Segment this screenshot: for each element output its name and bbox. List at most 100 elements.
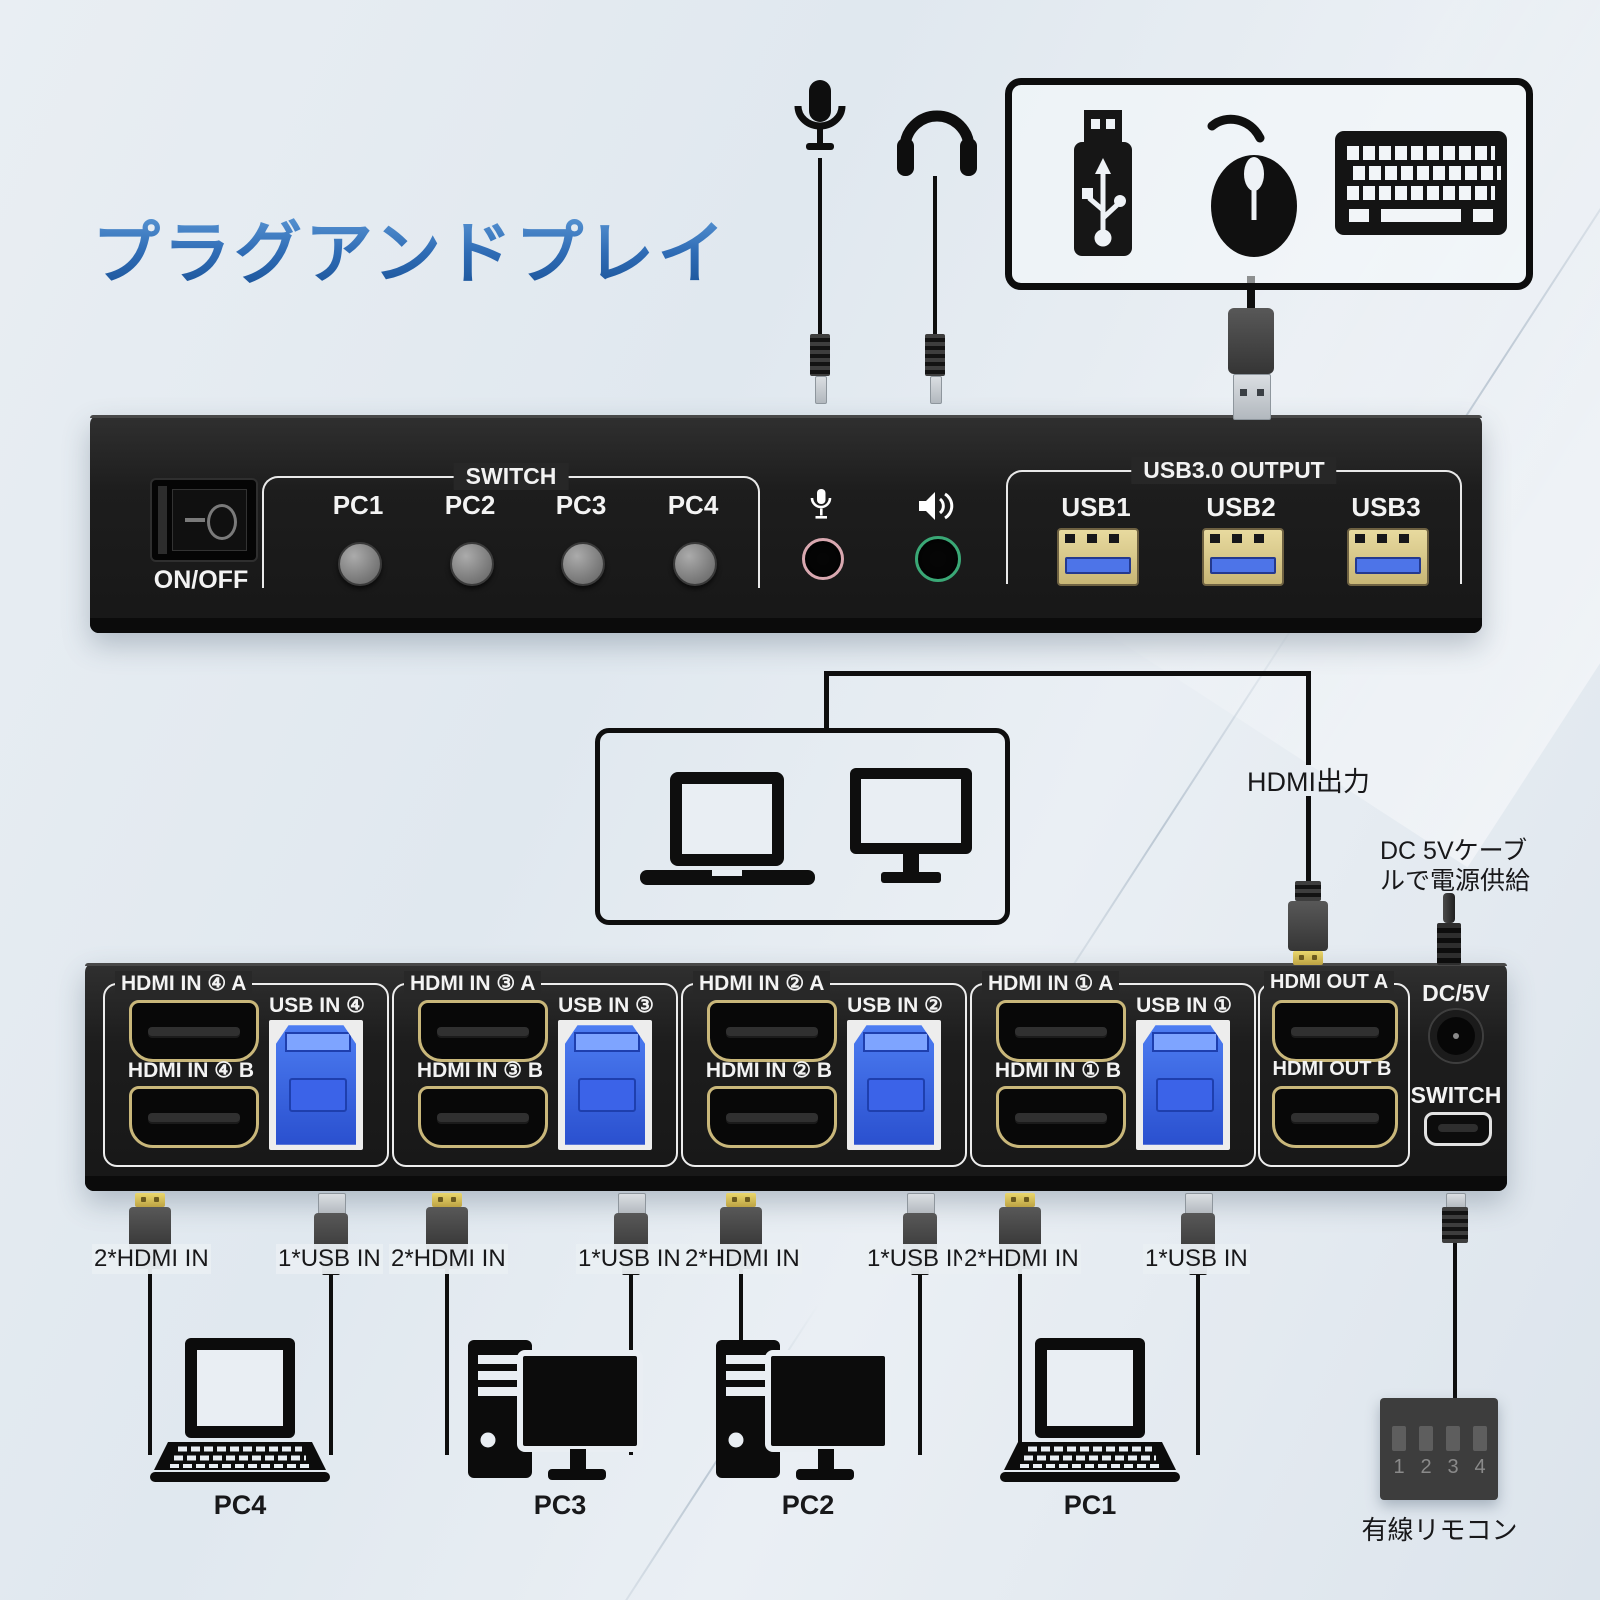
hdmi-up-plug-tip [135, 1193, 165, 1207]
pc-label: PC2 [781, 1490, 835, 1520]
switch-port-label: SWITCH [1410, 1082, 1502, 1108]
usb-cable [918, 1275, 922, 1455]
pc-button-label: PC3 [555, 490, 607, 520]
hdmi-port [1272, 1000, 1398, 1062]
usb-up-plug-tip [318, 1193, 346, 1215]
usb-b-port [558, 1020, 652, 1150]
usb-a-cable [1247, 276, 1255, 308]
remote-button-digit: 1 [1393, 1456, 1405, 1478]
remote-label: 有線リモコン [1361, 1515, 1518, 1545]
usb-b-port [269, 1020, 363, 1150]
usb-in-cable-label: 1*USB IN [865, 1244, 972, 1274]
dc-power-label: DC 5Vケーブ [1380, 837, 1528, 865]
usb-output-group-label: USB3.0 OUTPUT [1131, 457, 1337, 484]
remote-cable [1453, 1243, 1457, 1398]
usb-output-group: USB3.0 OUTPUT [1006, 457, 1462, 584]
usb-port-label: USB3 [1351, 492, 1421, 522]
panel-edge [90, 618, 1482, 633]
usb3-port [1202, 528, 1284, 586]
audio-plug [925, 334, 945, 376]
pc-laptop-icon [1000, 1338, 1180, 1486]
hdmi-cable [1018, 1269, 1022, 1455]
dc-plug [1443, 893, 1455, 923]
usb-in-label: USB IN ③ [558, 994, 654, 1017]
hdmi-in-b-label: HDMI IN ③ B [416, 1059, 544, 1082]
speaker-icon [917, 490, 957, 522]
pc-button-label: PC1 [332, 490, 384, 520]
panel-edge [85, 963, 1507, 966]
audio-plug-tip [815, 376, 827, 404]
remote-button [1446, 1426, 1460, 1451]
hdmi-plug [1295, 881, 1321, 901]
pc-label: PC4 [213, 1490, 267, 1520]
switch-group: SWITCH [262, 463, 760, 588]
usb-port-label: USB1 [1061, 492, 1131, 522]
dc-plug [1437, 923, 1461, 965]
hdmi-in-a-label: HDMI IN ④ A [115, 971, 253, 996]
hdmi-out-a-label: HDMI OUT A [1264, 971, 1395, 994]
usb-in-label: USB IN ① [1136, 994, 1232, 1017]
hdmi-port [707, 1000, 837, 1062]
remote-box: 1 2 3 4 [1380, 1398, 1498, 1500]
usb3-port [1347, 528, 1429, 586]
mic-icon [806, 488, 836, 522]
monitor-box [595, 728, 1010, 925]
hdmi-output-label: HDMI出力 [1247, 767, 1370, 797]
pc-button-label: PC4 [667, 490, 719, 520]
pc3-button [561, 542, 605, 586]
pc-tower-icon [708, 1335, 908, 1485]
hdmi-in-b-label: HDMI IN ④ B [127, 1059, 255, 1082]
remote-button-digit: 2 [1420, 1456, 1432, 1478]
usb-up-plug-tip [618, 1193, 646, 1215]
hdmi-up-plug-tip [726, 1193, 756, 1207]
hdmi-cable [148, 1269, 152, 1455]
remote-button [1392, 1426, 1406, 1451]
hdmi-out-cable [1306, 796, 1311, 883]
pc-label: PC3 [533, 1490, 587, 1520]
usb-a-plug [1228, 308, 1274, 374]
hdmi-cable [445, 1269, 449, 1455]
pc-tower-icon [460, 1335, 660, 1485]
hdmi-up-plug-tip [1005, 1193, 1035, 1207]
remote-button-digit: 4 [1474, 1456, 1486, 1478]
hdmi-port [129, 1000, 259, 1062]
hdmi-in-a-label: HDMI IN ① A [982, 971, 1120, 996]
mic-cable [818, 158, 822, 334]
usb-in-label: USB IN ② [847, 994, 943, 1017]
power-label: ON/OFF [153, 566, 249, 594]
audio-plug [810, 334, 830, 376]
usb-b-port [1136, 1020, 1230, 1150]
hdmi-port [418, 1000, 548, 1062]
dc-power-label: ルで電源供給 [1380, 867, 1531, 895]
dc-jack [1428, 1008, 1484, 1064]
keyboard-icon [1335, 125, 1507, 241]
micro-usb-plug [1442, 1207, 1468, 1243]
hdmi-plug [1288, 901, 1328, 951]
pc-button-label: PC2 [444, 490, 496, 520]
pc1-button [338, 542, 382, 586]
usb-in-cable-label: 1*USB IN [276, 1244, 383, 1274]
usb-b-port [847, 1020, 941, 1150]
hdmi-out-b-label: HDMI OUT B [1272, 1058, 1392, 1080]
hdmi-port [1272, 1086, 1398, 1148]
hdmi-plug-tip [1293, 951, 1323, 965]
remote-button [1419, 1426, 1433, 1451]
hdmi-up-plug [426, 1207, 468, 1251]
usb-in-label: USB IN ④ [269, 994, 365, 1017]
hdmi-up-plug-tip [432, 1193, 462, 1207]
hdmi-in-b-label: HDMI IN ① B [994, 1059, 1122, 1082]
pc4-button [673, 542, 717, 586]
power-switch [152, 480, 256, 560]
monitor-icon [850, 768, 972, 885]
hdmi-in-a-label: HDMI IN ② A [693, 971, 831, 996]
page-title: プラグアンドプレイ [92, 198, 728, 297]
panel-edge [90, 415, 1482, 418]
mouse-icon [1198, 108, 1310, 260]
hdmi-in-cable-label: 2*HDMI IN [92, 1244, 211, 1274]
hdmi-up-plug [999, 1207, 1041, 1251]
remote-button [1473, 1426, 1487, 1451]
hdmi-port [418, 1086, 548, 1148]
usb-cable [1196, 1275, 1200, 1455]
microphone-icon [792, 80, 848, 160]
